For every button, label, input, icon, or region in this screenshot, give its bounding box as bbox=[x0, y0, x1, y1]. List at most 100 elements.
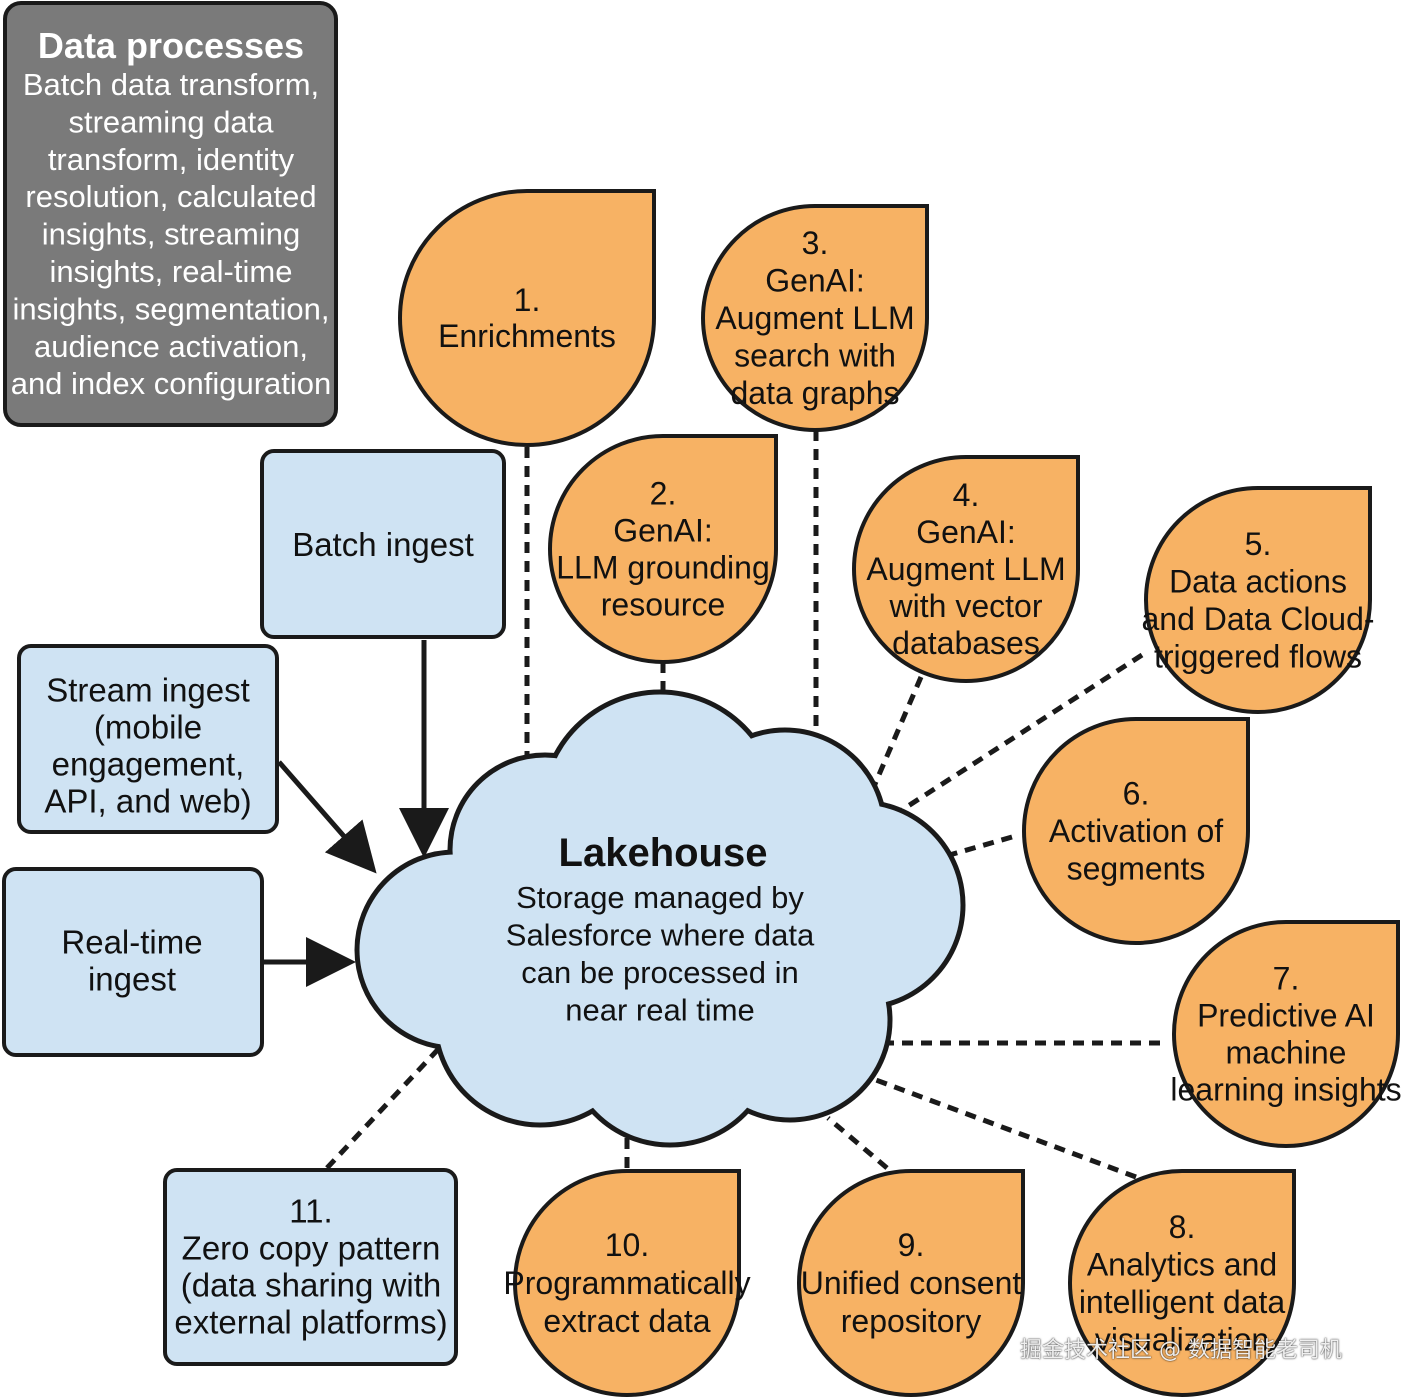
text-line: Batch data transform, bbox=[23, 67, 319, 102]
connector-analytics bbox=[875, 1077, 1137, 1180]
text-line: insights, streaming bbox=[42, 217, 300, 252]
text-line: learning insights bbox=[1170, 1072, 1401, 1108]
text-line: transform, identity bbox=[48, 142, 295, 177]
text-line: streaming data bbox=[68, 104, 274, 139]
text-line: machine bbox=[1226, 1035, 1347, 1071]
leaf-shape bbox=[513, 1169, 741, 1397]
text-line: ingest bbox=[88, 961, 176, 998]
text-line: Augment LLM bbox=[866, 551, 1065, 587]
text-line: data graphs bbox=[730, 375, 899, 411]
text-line: Programmatically bbox=[503, 1265, 750, 1301]
ingest-arrows bbox=[264, 640, 449, 987]
text-line: 9. bbox=[898, 1227, 925, 1263]
leaf-shape bbox=[852, 455, 1080, 683]
text-line: 8. bbox=[1169, 1209, 1196, 1245]
arrow-stream-ingest bbox=[277, 760, 377, 874]
leaf-shape bbox=[398, 189, 656, 447]
text-line: GenAI: bbox=[765, 263, 865, 299]
connector-zero-copy bbox=[325, 1041, 446, 1170]
text-line: Real-time bbox=[61, 924, 202, 961]
text-line: Enrichments bbox=[438, 318, 616, 354]
text-line: external platforms) bbox=[174, 1304, 447, 1341]
text-line: 2. bbox=[650, 476, 677, 512]
text-line: databases bbox=[892, 625, 1040, 661]
text-line: Unified consent bbox=[801, 1265, 1022, 1301]
text-line: engagement, bbox=[52, 746, 245, 783]
text-line: Data actions bbox=[1169, 563, 1347, 599]
text-line: Augment LLM bbox=[715, 300, 914, 336]
leaf-shape bbox=[1144, 486, 1372, 714]
text-line: segments bbox=[1067, 851, 1206, 887]
batch-ingest-label: Batch ingest bbox=[292, 526, 474, 563]
text-line: insights, real-time bbox=[50, 254, 293, 289]
connector-data-actions bbox=[872, 652, 1144, 831]
text-line: Analytics and bbox=[1087, 1246, 1277, 1282]
text-line: 11. bbox=[289, 1193, 332, 1230]
connector-consent bbox=[826, 1116, 889, 1170]
text-line: 1. bbox=[514, 282, 541, 318]
text-line: 3. bbox=[802, 225, 829, 261]
text-line: Salesforce where data bbox=[506, 918, 815, 953]
text-line: GenAI: bbox=[916, 514, 1016, 550]
watermark: 掘金技术社区 @ 数据智能老司机 bbox=[1020, 1338, 1342, 1363]
leaf-shape bbox=[1068, 1169, 1296, 1397]
text-line: 4. bbox=[953, 477, 980, 513]
text-line: Storage managed by bbox=[516, 880, 804, 915]
text-line: resource bbox=[601, 587, 726, 623]
leaf-shape bbox=[1172, 920, 1400, 1148]
leaf-shape bbox=[701, 204, 929, 432]
text-line: Zero copy pattern bbox=[182, 1230, 441, 1267]
text-line: repository bbox=[841, 1303, 982, 1339]
leaf-shape bbox=[548, 434, 778, 664]
capability-label: 1.Enrichments bbox=[438, 282, 616, 354]
text-line: and index configuration bbox=[11, 366, 332, 401]
text-line: and Data Cloud- bbox=[1141, 601, 1374, 637]
text-line: near real time bbox=[565, 993, 755, 1028]
text-line: 5. bbox=[1245, 526, 1272, 562]
text-line: audience activation, bbox=[34, 329, 308, 364]
text-line: search with bbox=[734, 338, 896, 374]
connector-activation bbox=[945, 834, 1013, 859]
text-line: 10. bbox=[605, 1227, 649, 1263]
text-line: Activation of bbox=[1049, 813, 1223, 849]
text-line: GenAI: bbox=[613, 513, 713, 549]
text-line: 6. bbox=[1123, 776, 1150, 812]
capability-enrichments: 1.Enrichments bbox=[398, 189, 656, 447]
text-line: resolution, calculated bbox=[25, 179, 316, 214]
text-line: API, and web) bbox=[44, 783, 251, 820]
text-line: insights, segmentation, bbox=[12, 291, 329, 326]
cloud-fill bbox=[359, 694, 961, 1143]
batch-ingest-box: Batch ingest bbox=[260, 449, 506, 639]
text-line: intelligent data bbox=[1079, 1284, 1286, 1320]
text-line: Batch ingest bbox=[292, 526, 474, 563]
data-processes-box: Data processes Batch data transform,stre… bbox=[3, 1, 338, 427]
leaf-shape bbox=[1022, 717, 1250, 945]
text-line: Predictive AI bbox=[1197, 998, 1375, 1034]
